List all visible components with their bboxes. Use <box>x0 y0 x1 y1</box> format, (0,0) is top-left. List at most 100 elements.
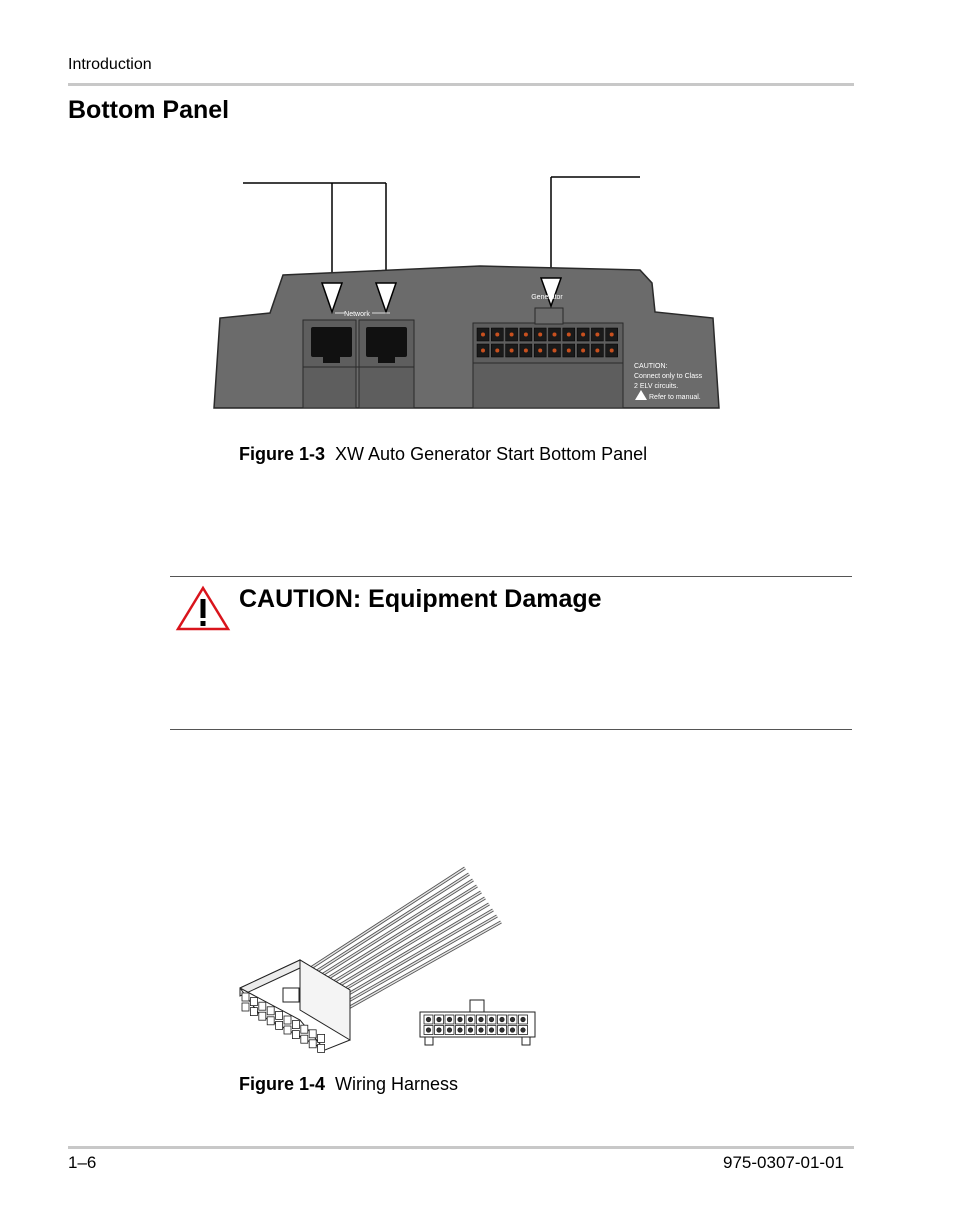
harness-pin <box>249 997 258 1006</box>
generator-pin-dot <box>538 348 543 353</box>
front-pin-dot <box>509 1016 516 1023</box>
harness-pin <box>275 1021 284 1030</box>
generator-pin-dot <box>581 332 586 337</box>
device-caution-line2: Connect only to Class <box>634 373 703 380</box>
harness-pin <box>266 1006 275 1016</box>
caution-warning-icon <box>175 585 231 631</box>
harness-pin <box>241 1002 250 1012</box>
front-pin-dot <box>457 1027 463 1033</box>
front-pin-dot <box>425 1016 432 1023</box>
harness-pin <box>258 1001 267 1011</box>
harness-pin <box>258 1011 267 1021</box>
caution-title: CAUTION: Equipment Damage <box>239 585 602 613</box>
footer-rule <box>68 1146 854 1149</box>
generator-pin-dot <box>566 332 571 337</box>
harness-connector-pins <box>241 992 326 1053</box>
generator-pin-dot <box>581 348 586 353</box>
generator-pin-dot <box>595 332 600 337</box>
generator-pin-dot <box>609 332 614 337</box>
generator-pin-dot <box>566 348 571 353</box>
harness-pin <box>241 992 250 1002</box>
harness-pin <box>300 1034 309 1044</box>
front-pin-dot <box>436 1027 442 1033</box>
harness-front-pins <box>423 1014 528 1035</box>
front-pin-dot <box>509 1027 516 1033</box>
harness-wire-highlight <box>308 885 478 991</box>
figure-1-4-text: Wiring Harness <box>335 1074 459 1094</box>
device-caution-line4: Refer to manual. <box>649 394 701 401</box>
generator-label: Generator <box>531 294 563 301</box>
harness-wire-highlight <box>326 921 502 1021</box>
front-pin-dot <box>425 1027 432 1033</box>
generator-pin-dot <box>552 348 557 353</box>
harness-pin <box>317 1034 326 1043</box>
caution-top-rule <box>170 576 852 577</box>
document-number: 975-0307-01-01 <box>723 1153 844 1172</box>
harness-wire-highlight <box>311 891 482 996</box>
bottom-panel-figure: Network Generator CAUTION: Connect only … <box>213 176 720 409</box>
harness-pin <box>291 1030 300 1039</box>
harness-pin <box>300 1024 309 1034</box>
callout-arrows <box>320 277 563 315</box>
device-warning-icon <box>635 390 647 400</box>
figure-1-4-caption: Figure 1-4 Wiring Harness <box>239 1074 458 1095</box>
front-pin-dot <box>467 1016 474 1023</box>
network-port-1 <box>311 327 352 363</box>
front-pin-dot <box>446 1016 453 1023</box>
header-rule <box>68 83 854 86</box>
network-port-2 <box>366 327 407 363</box>
figure-1-3-text: XW Auto Generator Start Bottom Panel <box>335 444 648 464</box>
generator-pin-dot <box>538 332 543 337</box>
front-pin-dot <box>499 1016 505 1023</box>
generator-pin-dot <box>509 332 514 337</box>
front-pin-dot <box>436 1016 442 1023</box>
wiring-harness-figure <box>239 866 536 1053</box>
harness-pin <box>291 1020 300 1029</box>
harness-wire-highlight <box>302 873 470 981</box>
generator-pin-dot <box>552 332 557 337</box>
harness-pin <box>275 1011 284 1020</box>
page-title: Bottom Panel <box>68 96 230 124</box>
front-pin-dot <box>488 1027 495 1033</box>
harness-wire-highlight <box>323 915 498 1016</box>
front-pin-dot <box>446 1027 453 1033</box>
figure-1-3-label: Figure 1-3 <box>239 444 326 464</box>
figure-1-4-label: Figure 1-4 <box>239 1074 326 1094</box>
device-caution-line1: CAUTION: <box>634 363 668 370</box>
figure-1-3-caption: Figure 1-3 XW Auto Generator Start Bottom… <box>239 444 647 465</box>
harness-pin <box>308 1039 317 1049</box>
front-pin-dot <box>499 1027 505 1033</box>
page-number: 1–6 <box>68 1153 97 1172</box>
front-pin-dot <box>478 1027 484 1033</box>
generator-pin-dot <box>481 332 485 337</box>
front-pin-dot <box>467 1027 474 1033</box>
generator-pin-dot <box>523 332 528 337</box>
harness-pin <box>308 1029 317 1039</box>
harness-wire-highlight <box>299 867 466 976</box>
generator-pin-dot <box>495 332 500 337</box>
caution-bottom-rule <box>170 729 852 730</box>
front-pin-dot <box>520 1016 526 1023</box>
generator-pin-dot <box>523 348 528 353</box>
front-pin-dot <box>520 1027 526 1033</box>
running-header: Introduction <box>68 56 152 73</box>
harness-wire-highlight <box>314 897 486 1001</box>
generator-pins <box>476 327 618 358</box>
generator-pin-dot <box>509 348 514 353</box>
harness-pin <box>283 1025 292 1035</box>
harness-pin <box>283 1015 292 1025</box>
harness-pin <box>266 1016 275 1026</box>
network-label: Network <box>344 311 370 318</box>
front-pin-dot <box>478 1016 484 1023</box>
harness-wire-highlight <box>305 879 474 986</box>
generator-pin-dot <box>495 348 500 353</box>
generator-pin-dot <box>609 348 614 353</box>
harness-wires <box>299 866 502 1022</box>
generator-pin-dot <box>595 348 600 353</box>
front-pin-dot <box>457 1016 463 1023</box>
generator-pin-dot <box>481 348 485 353</box>
front-pin-dot <box>488 1016 495 1023</box>
device-caution-line3: 2 ELV circuits. <box>634 383 678 390</box>
harness-pin <box>249 1007 258 1016</box>
harness-pin <box>317 1044 326 1053</box>
